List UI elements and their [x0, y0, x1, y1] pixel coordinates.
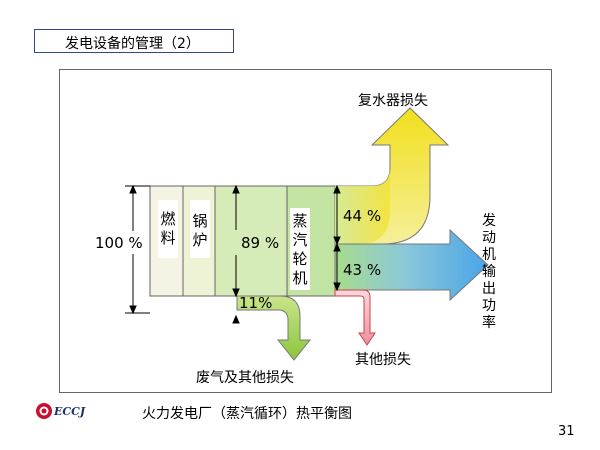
boiler-label-box — [190, 200, 210, 258]
dimension-89 — [232, 184, 240, 324]
other-loss-arrow — [334, 289, 376, 346]
eccj-logo — [36, 403, 52, 419]
slide-title: 发电设备的管理（2） — [65, 36, 200, 52]
output-power-label: 发动机输出功率 — [482, 213, 496, 331]
eccj-logo-text: ECCJ — [54, 405, 86, 418]
boiler-percent-label: 89 % — [241, 234, 280, 252]
other-loss-label: 其他损失 — [355, 352, 411, 368]
condenser-percent-label: 44 % — [343, 207, 382, 225]
turbine-label: 蒸汽轮机 — [292, 212, 308, 287]
boiler-label: 锅炉 — [192, 212, 208, 249]
exhaust-loss-arrow — [236, 295, 312, 361]
boiler-output-block — [214, 185, 288, 297]
condenser-loss-arrow-shade — [335, 168, 390, 244]
output-percent-label: 43 % — [343, 261, 382, 279]
turbine-label-box — [290, 208, 310, 290]
input-percent-label: 100 % — [95, 234, 143, 252]
dimension-turbine — [333, 184, 341, 292]
dimension-100 — [125, 184, 150, 315]
fuel-label-box — [158, 200, 178, 258]
fuel-label: 燃料 — [160, 210, 176, 247]
exhaust-loss-label: 废气及其他损失 — [196, 370, 294, 386]
exhaust-percent-label: 11% — [239, 294, 273, 312]
page-number: 31 — [558, 424, 575, 439]
condenser-loss-label: 复水器损失 — [358, 93, 428, 109]
slide-title-box: 发电设备的管理（2） — [34, 29, 234, 53]
figure-caption: 火力发电厂（蒸汽循环）热平衡图 — [142, 406, 352, 422]
